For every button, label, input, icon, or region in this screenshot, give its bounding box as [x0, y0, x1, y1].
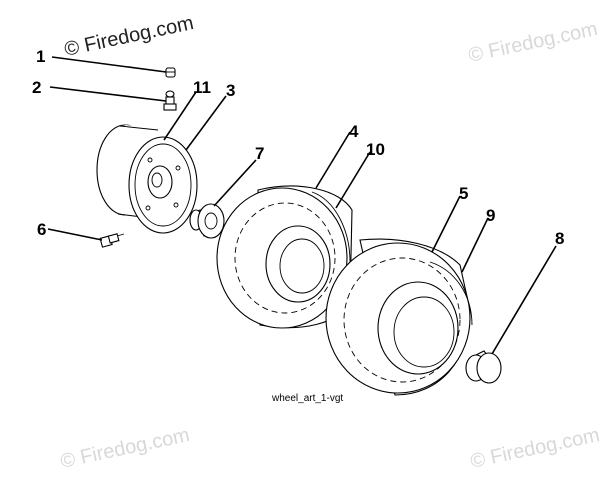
- part-8-hub-cap: [465, 350, 502, 384]
- leader-8: [491, 245, 557, 355]
- leader-10: [335, 151, 371, 209]
- tire-rear: [325, 238, 473, 396]
- leader-6: [47, 228, 103, 241]
- part-1-cap: [165, 67, 176, 78]
- watermark-top-left: © Firedog.com: [62, 12, 195, 61]
- callout-8: 8: [555, 229, 564, 248]
- callout-9: 9: [486, 206, 495, 225]
- leader-5: [431, 195, 461, 253]
- callout-3: 3: [226, 81, 235, 100]
- wheel-hub: [96, 124, 198, 234]
- callout-2: 2: [32, 78, 41, 97]
- tire-front: [216, 185, 353, 329]
- leader-9: [461, 217, 489, 273]
- leader-1: [51, 56, 167, 73]
- part-7-bushing: [189, 203, 225, 239]
- watermark-top-right: © Firedog.com: [466, 18, 599, 67]
- callout-6: 6: [37, 220, 46, 239]
- leader-2: [49, 86, 167, 102]
- diagram-caption: wheel_art_1-vgt: [271, 393, 343, 404]
- callout-11: 11: [193, 78, 211, 97]
- leader-4: [315, 131, 351, 189]
- watermark-bottom-right: © Firedog.com: [468, 424, 601, 473]
- callout-10: 10: [366, 140, 385, 159]
- leader-7: [213, 159, 257, 207]
- leader-3: [185, 95, 227, 151]
- callout-1: 1: [36, 47, 45, 66]
- watermark-bottom-left: © Firedog.com: [58, 424, 191, 473]
- leader-11: [163, 91, 197, 141]
- callout-5: 5: [459, 184, 468, 203]
- part-6-bolt: [99, 233, 125, 248]
- callout-4: 4: [349, 122, 359, 141]
- callout-7: 7: [255, 144, 264, 163]
